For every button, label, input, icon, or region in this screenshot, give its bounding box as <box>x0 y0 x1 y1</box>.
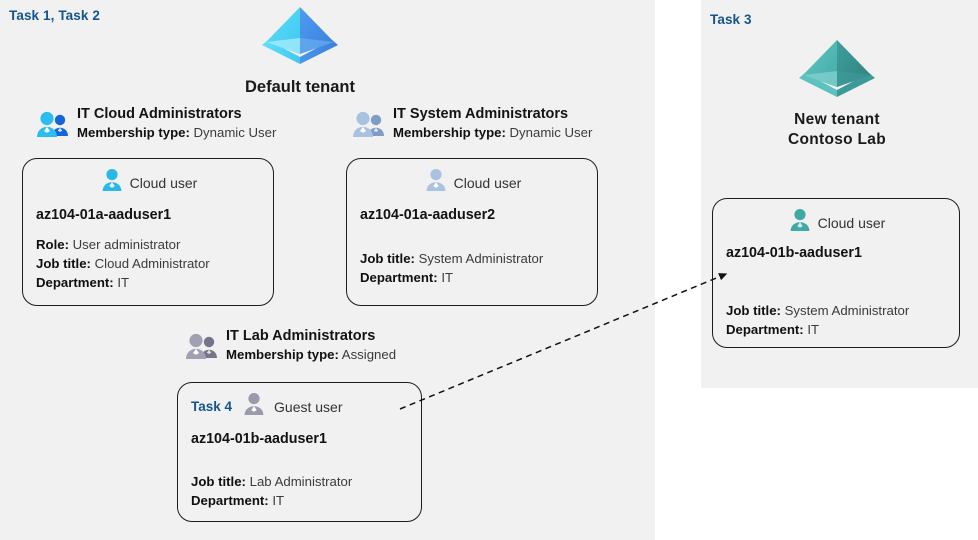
attr-value: Lab Administrator <box>249 474 353 489</box>
card-header: Task 4 Guest user <box>178 383 421 422</box>
task-label-4: Task 4 <box>191 399 233 414</box>
user-attributes: Job title: System Administrator Departme… <box>347 249 597 287</box>
attr-key: Department: <box>360 270 438 286</box>
membership-type-value: Dynamic User <box>509 125 593 140</box>
attr-department: Department: IT <box>360 268 597 287</box>
group-users-icon <box>36 110 70 145</box>
group-membership-type: Membership type: Assigned <box>226 346 396 364</box>
cloud-user-icon <box>787 207 813 238</box>
group-membership-type: Membership type: Dynamic User <box>393 124 592 142</box>
user-kind-label: Cloud user <box>129 174 198 191</box>
user-card-az104-01a-aaduser1: Cloud user az104-01a-aaduser1 Role: User… <box>22 158 274 306</box>
attr-value: User administrator <box>72 237 181 252</box>
attr-value: IT <box>441 270 454 286</box>
attr-department: Department: IT <box>726 320 959 339</box>
group-it-cloud-administrators: IT Cloud Administrators Membership type:… <box>36 104 276 145</box>
card-header: Cloud user <box>713 199 959 238</box>
membership-type-value: Dynamic User <box>193 125 277 140</box>
card-header: Cloud user <box>23 159 273 198</box>
attr-value: IT <box>807 322 820 338</box>
azure-ad-tenant-icon <box>799 40 875 97</box>
group-users-icon <box>352 110 386 145</box>
group-title: IT Lab Administrators <box>226 328 376 344</box>
cloud-user-icon <box>99 167 125 198</box>
azure-ad-tenant-icon <box>262 7 338 64</box>
user-card-guest-az104-01b-aaduser1: Task 4 Guest user az104-01b-aaduser1 Job… <box>177 382 422 522</box>
user-kind-label: Cloud user <box>817 214 886 231</box>
attr-key: Department: <box>36 275 114 291</box>
user-principal-name: az104-01b-aaduser1 <box>726 245 862 261</box>
attr-value: IT <box>272 493 285 509</box>
user-principal-name: az104-01b-aaduser1 <box>191 431 327 447</box>
attr-value: IT <box>117 275 130 291</box>
attr-key: Job title: <box>191 474 246 489</box>
attr-role: Role: User administrator <box>36 235 273 254</box>
default-tenant-panel <box>0 0 655 540</box>
attr-value: Cloud Administrator <box>94 256 210 272</box>
membership-type-value: Assigned <box>341 347 397 362</box>
membership-type-key: Membership type: <box>77 125 190 140</box>
attr-value: System Administrator <box>784 303 910 318</box>
attr-job-title: Job title: Cloud Administrator <box>36 254 273 273</box>
attr-key: Department: <box>191 493 269 509</box>
group-title: IT Cloud Administrators <box>77 106 242 122</box>
group-users-icon <box>185 332 219 367</box>
group-title: IT System Administrators <box>393 106 569 122</box>
user-card-az104-01a-aaduser2: Cloud user az104-01a-aaduser2 Job title:… <box>346 158 598 306</box>
attr-department: Department: IT <box>36 273 273 292</box>
new-tenant-block: New tenant Contoso Lab <box>706 35 968 151</box>
cloud-user-icon <box>423 167 449 198</box>
attr-job-title: Job title: System Administrator <box>360 249 597 268</box>
default-tenant-block: Default tenant <box>200 2 400 99</box>
group-it-lab-administrators: IT Lab Administrators Membership type: A… <box>185 326 396 367</box>
user-kind-label: Guest user <box>274 398 343 415</box>
user-attributes: Job title: Lab Administrator Department:… <box>178 472 421 510</box>
guest-user-icon <box>241 391 267 422</box>
attr-key: Job title: <box>360 251 415 266</box>
new-tenant-name: New tenant Contoso Lab <box>787 111 886 149</box>
attr-job-title: Job title: Lab Administrator <box>191 472 421 491</box>
task-label-1-2: Task 1, Task 2 <box>9 8 100 23</box>
user-card-az104-01b-aaduser1: Cloud user az104-01b-aaduser1 Job title:… <box>712 198 960 348</box>
task-label-3: Task 3 <box>710 12 752 27</box>
membership-type-key: Membership type: <box>393 125 506 140</box>
user-kind-label: Cloud user <box>453 174 522 191</box>
attr-job-title: Job title: System Administrator <box>726 301 959 320</box>
group-it-system-administrators: IT System Administrators Membership type… <box>352 104 592 145</box>
user-attributes: Job title: System Administrator Departme… <box>713 301 959 339</box>
group-membership-type: Membership type: Dynamic User <box>77 124 276 142</box>
attr-key: Job title: <box>36 256 91 272</box>
attr-department: Department: IT <box>191 491 421 510</box>
card-header: Cloud user <box>347 159 597 198</box>
attr-key: Department: <box>726 322 804 338</box>
attr-value: System Administrator <box>418 251 544 266</box>
user-attributes: Role: User administrator Job title: Clou… <box>23 235 273 292</box>
default-tenant-name: Default tenant <box>244 78 355 96</box>
attr-key: Job title: <box>726 303 781 318</box>
user-principal-name: az104-01a-aaduser2 <box>360 207 496 223</box>
attr-key: Role: <box>36 237 69 252</box>
user-principal-name: az104-01a-aaduser1 <box>36 207 172 223</box>
membership-type-key: Membership type: <box>226 347 339 362</box>
